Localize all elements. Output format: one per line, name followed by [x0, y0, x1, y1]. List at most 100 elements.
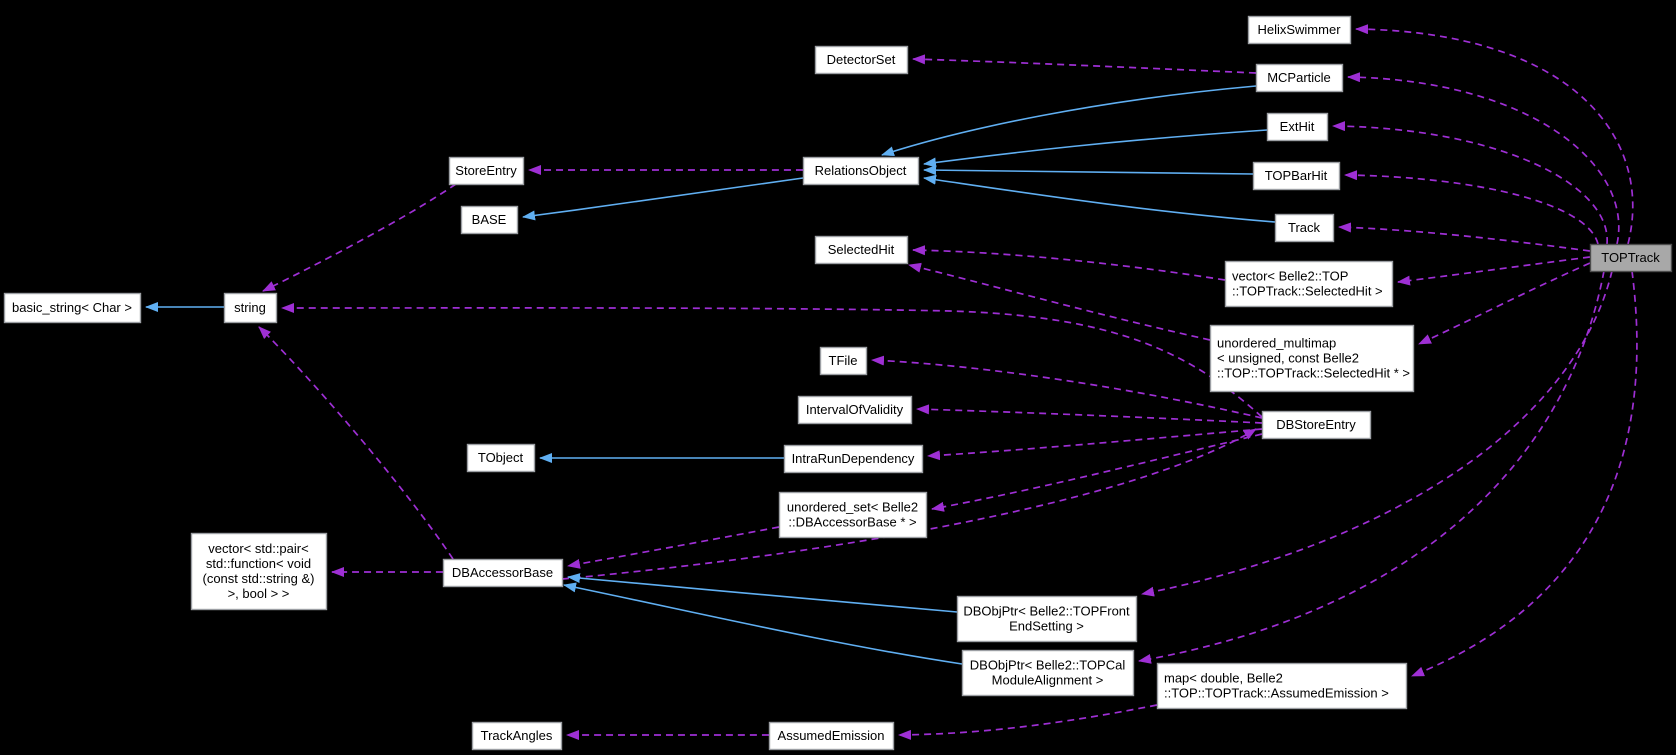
edge-DBAccessorBase-string-usage — [258, 326, 454, 560]
node-basic_string[interactable]: basic_string< Char > — [3, 292, 142, 324]
node-SelectedHit-label: SelectedHit — [828, 242, 895, 257]
node-TOPTrack-label: TOPTrack — [1601, 250, 1660, 265]
node-vector_selectedhit-box — [1224, 260, 1394, 308]
node-SelectedHit-box — [814, 235, 909, 265]
edge-TOPTrack-MCParticle-usage — [1347, 72, 1620, 245]
node-vector_callbacks-box — [190, 532, 328, 611]
edge-unordered_multimap-SelectedHit-usage — [908, 262, 1211, 341]
node-unordered_multimap-box — [1209, 324, 1415, 393]
node-TrackAngles[interactable]: TrackAngles — [471, 721, 563, 751]
node-IntervalOfValidity[interactable]: IntervalOfValidity — [797, 395, 913, 425]
edge-map_assumedemission-AssumedEmission-usage — [898, 704, 1158, 740]
edge-DBAccessorBase-DBStoreEntry-usage — [561, 428, 1257, 580]
node-string-label: string — [234, 300, 266, 315]
node-BASE[interactable]: BASE — [460, 205, 519, 235]
node-BASE-box — [460, 205, 519, 235]
node-MCParticle[interactable]: MCParticle — [1255, 63, 1344, 93]
node-unordered_multimap-label: unordered_multimap< unsigned, const Bell… — [1217, 336, 1410, 381]
node-IntraRunDependency[interactable]: IntraRunDependency — [783, 444, 924, 474]
node-unordered_set-box — [778, 491, 928, 539]
edge-DBObjPtr_alignment-DBAccessorBase-inheritance — [563, 582, 963, 665]
node-vector_selectedhit-label: vector< Belle2::TOP::TOPTrack::SelectedH… — [1232, 269, 1383, 299]
node-DetectorSet-label: DetectorSet — [827, 52, 896, 67]
edge-DBStoreEntry-IntervalOfValidity-usage — [916, 404, 1263, 424]
node-map_assumedemission-label: map< double, Belle2::TOP::TOPTrack::Assu… — [1164, 671, 1389, 701]
node-MCParticle-label: MCParticle — [1267, 70, 1331, 85]
node-ExtHit[interactable]: ExtHit — [1266, 112, 1329, 142]
node-IntervalOfValidity-box — [797, 395, 913, 425]
node-HelixSwimmer-label: HelixSwimmer — [1257, 22, 1341, 37]
edge-TOPBarHit-RelationsObject-inheritance — [923, 165, 1254, 176]
node-map_assumedemission-box — [1156, 662, 1408, 710]
node-vector_callbacks-label: vector< std::pair<std::function< void(co… — [203, 541, 315, 601]
node-HelixSwimmer[interactable]: HelixSwimmer — [1247, 15, 1352, 45]
node-DBAccessorBase-box — [442, 558, 564, 588]
edge-DBObjPtr_frontend-DBAccessorBase-inheritance — [567, 573, 958, 613]
node-AssumedEmission-label: AssumedEmission — [778, 728, 885, 743]
node-DBAccessorBase[interactable]: DBAccessorBase — [442, 558, 564, 588]
node-TObject[interactable]: TObject — [466, 443, 536, 473]
node-TOPBarHit[interactable]: TOPBarHit — [1252, 161, 1341, 191]
edge-unordered_set-DBAccessorBase-usage — [567, 526, 780, 569]
node-TOPTrack-box — [1589, 243, 1673, 273]
node-StoreEntry[interactable]: StoreEntry — [448, 156, 525, 186]
node-IntraRunDependency-label: IntraRunDependency — [792, 451, 915, 466]
edge-StoreEntry-string-usage — [262, 183, 457, 292]
node-DBStoreEntry-label: DBStoreEntry — [1276, 417, 1356, 432]
node-StoreEntry-label: StoreEntry — [455, 163, 517, 178]
node-AssumedEmission[interactable]: AssumedEmission — [768, 721, 895, 751]
node-TOPBarHit-box — [1252, 161, 1341, 191]
node-ExtHit-label: ExtHit — [1280, 119, 1315, 134]
node-DetectorSet[interactable]: DetectorSet — [814, 45, 909, 75]
node-BASE-label: BASE — [472, 212, 507, 227]
node-TFile-label: TFile — [829, 353, 858, 368]
node-string-box — [223, 292, 278, 324]
node-DBObjPtr_frontend-box — [956, 595, 1138, 643]
edge-Track-RelationsObject-inheritance — [923, 174, 1276, 223]
edge-MCParticle-DetectorSet-usage — [912, 54, 1257, 74]
edge-TOPTrack-HelixSwimmer-usage — [1355, 24, 1634, 245]
edge-TOPTrack-TOPBarHit-usage — [1344, 170, 1599, 245]
node-unordered_multimap[interactable]: unordered_multimap< unsigned, const Bell… — [1209, 324, 1415, 393]
node-vector_callbacks[interactable]: vector< std::pair<std::function< void(co… — [190, 532, 328, 611]
edge-DBStoreEntry-string-usage — [281, 302, 1263, 418]
node-DBStoreEntry[interactable]: DBStoreEntry — [1261, 410, 1372, 440]
node-TObject-box — [466, 443, 536, 473]
node-StoreEntry-box — [448, 156, 525, 186]
node-unordered_set-label: unordered_set< Belle2::DBAccessorBase * … — [787, 500, 918, 530]
node-TOPTrack: TOPTrack — [1589, 243, 1673, 273]
edge-TOPTrack-DBObjPtr_frontend-usage — [1141, 270, 1613, 597]
node-SelectedHit[interactable]: SelectedHit — [814, 235, 909, 265]
node-IntervalOfValidity-label: IntervalOfValidity — [806, 402, 904, 417]
edge-TOPTrack-map_assumedemission-usage — [1411, 270, 1638, 677]
node-Track-box — [1274, 213, 1335, 243]
node-ExtHit-box — [1266, 112, 1329, 142]
edge-TOPTrack-DBObjPtr_alignment-usage — [1138, 270, 1605, 664]
node-basic_string-label: basic_string< Char > — [12, 300, 132, 315]
node-string[interactable]: string — [223, 292, 278, 324]
node-map_assumedemission[interactable]: map< double, Belle2::TOP::TOPTrack::Assu… — [1156, 662, 1408, 710]
node-RelationsObject-box — [802, 156, 920, 186]
node-TrackAngles-box — [471, 721, 563, 751]
node-TrackAngles-label: TrackAngles — [481, 728, 553, 743]
edge-TOPTrack-vector_selectedhit-usage — [1397, 256, 1591, 286]
edge-MCParticle-RelationsObject-inheritance — [881, 85, 1257, 157]
node-HelixSwimmer-box — [1247, 15, 1352, 45]
node-vector_selectedhit[interactable]: vector< Belle2::TOP::TOPTrack::SelectedH… — [1224, 260, 1394, 308]
node-RelationsObject[interactable]: RelationsObject — [802, 156, 920, 186]
node-Track[interactable]: Track — [1274, 213, 1335, 243]
node-TFile[interactable]: TFile — [819, 346, 868, 376]
edge-TOPTrack-ExtHit-usage — [1332, 121, 1608, 245]
edge-DBStoreEntry-IntraRunDependency-usage — [927, 428, 1263, 461]
edge-TOPTrack-Track-usage — [1338, 222, 1591, 252]
node-AssumedEmission-box — [768, 721, 895, 751]
edge-DBStoreEntry-TFile-usage — [871, 355, 1263, 419]
node-RelationsObject-label: RelationsObject — [815, 163, 907, 178]
node-DBAccessorBase-label: DBAccessorBase — [452, 565, 553, 580]
node-DBObjPtr_alignment-box — [961, 649, 1135, 697]
node-unordered_set[interactable]: unordered_set< Belle2::DBAccessorBase * … — [778, 491, 928, 539]
